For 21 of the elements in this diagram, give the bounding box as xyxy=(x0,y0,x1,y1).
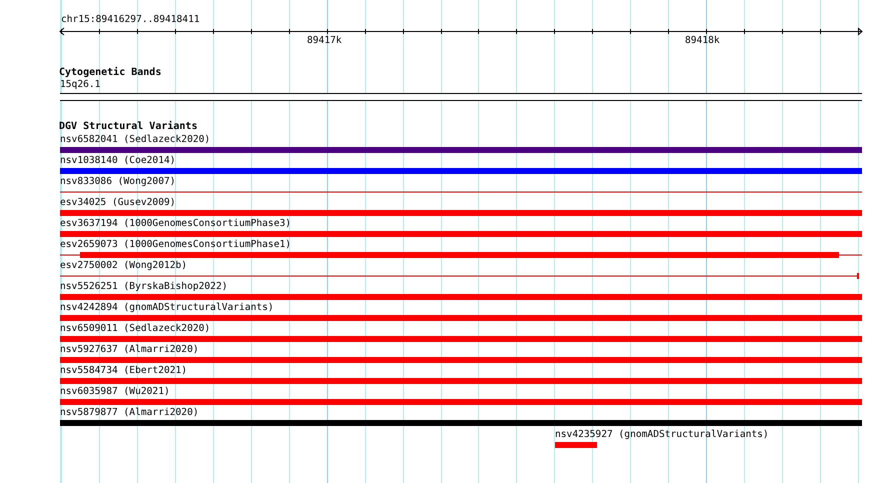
variant-label: nsv6509011 (Sedlazeck2020) xyxy=(60,323,210,334)
variant-label: nsv4242894 (gnomADStructuralVariants) xyxy=(60,302,274,313)
band-label: 15q26.1 xyxy=(60,79,100,90)
variant-label: nsv6582041 (Sedlazeck2020) xyxy=(60,134,210,145)
variant-label: nsv5879877 (Almarri2020) xyxy=(60,407,199,418)
variant-label: nsv4235927 (gnomADStructuralVariants) xyxy=(555,429,769,440)
variant-label: nsv5584734 (Ebert2021) xyxy=(60,365,188,376)
tick-label: 89417k xyxy=(307,35,342,46)
variant-label: nsv6035987 (Wu2021) xyxy=(60,386,170,397)
variant-label: esv2659073 (1000GenomesConsortiumPhase1) xyxy=(60,239,292,250)
variant-label: nsv833086 (Wong2007) xyxy=(60,176,176,187)
variant-label: nsv5526251 (ByrskaBishop2022) xyxy=(60,281,228,292)
tick-label: 89418k xyxy=(685,35,720,46)
variant-label: esv34025 (Gusev2009) xyxy=(60,197,176,208)
track-title: DGV Structural Variants xyxy=(59,121,198,132)
track-title: Cytogenetic Bands xyxy=(59,67,162,78)
variant-label: nsv5927637 (Almarri2020) xyxy=(60,344,199,355)
variant-label: nsv1038140 (Coe2014) xyxy=(60,155,176,166)
variant-label: esv2750002 (Wong2012b) xyxy=(60,260,188,271)
variant-label: esv3637194 (1000GenomesConsortiumPhase3) xyxy=(60,218,292,229)
locus-label: chr15:89416297..89418411 xyxy=(61,14,200,25)
